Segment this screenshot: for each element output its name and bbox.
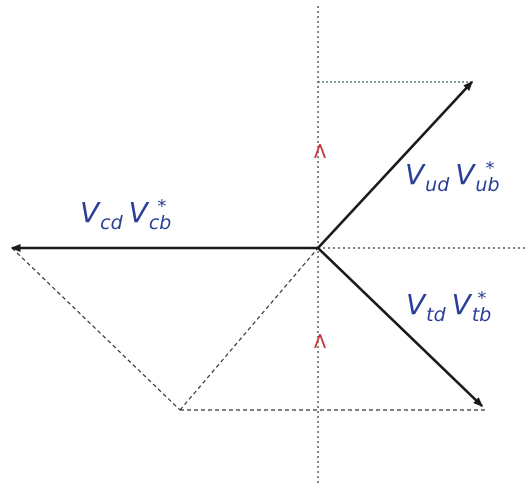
angle-mark-upper: < [307, 141, 333, 161]
angle-mark-lower: < [307, 331, 333, 351]
vector-vud-arrow [317, 80, 474, 249]
vector-vtd-arrow [317, 247, 484, 408]
dashed-inner-edge [179, 247, 319, 411]
dashed-left-edge [11, 247, 181, 411]
